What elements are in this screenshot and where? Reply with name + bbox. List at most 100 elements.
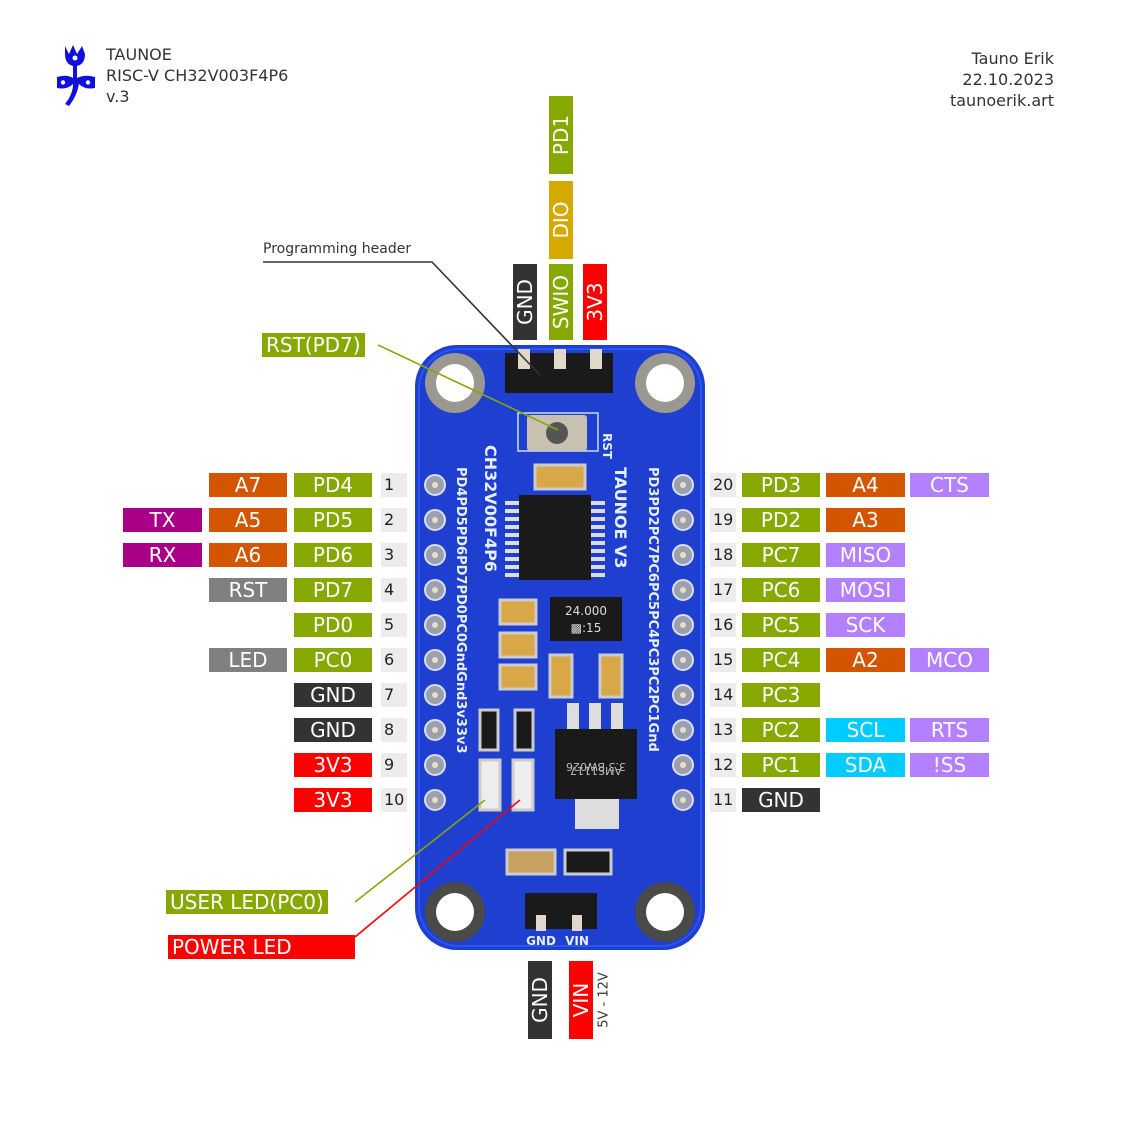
resistor bbox=[513, 708, 535, 752]
programming-header bbox=[505, 349, 613, 393]
pin-function-label: TX bbox=[123, 508, 202, 532]
pin-hole-center bbox=[432, 657, 438, 663]
top-pin-pd1: PD1 bbox=[549, 96, 573, 174]
pin-function-label: SCL bbox=[826, 718, 905, 742]
taunoe-logo-icon bbox=[57, 45, 95, 106]
pin-function-label: !SS bbox=[910, 753, 989, 777]
pin-function-label: SDA bbox=[826, 753, 905, 777]
author-info: Tauno Erik 22.10.2023 taunoerik.art bbox=[950, 48, 1054, 111]
diode bbox=[563, 848, 613, 876]
pin-gpio-label: PD7 bbox=[294, 578, 372, 602]
pin-number: 6 bbox=[381, 648, 407, 672]
title-line: v.3 bbox=[106, 87, 130, 106]
power-header bbox=[525, 893, 597, 931]
pin-function-label: A5 bbox=[209, 508, 287, 532]
pin-number: 14 bbox=[710, 683, 736, 707]
pin-gpio-label: PC0 bbox=[294, 648, 372, 672]
pin-number: 17 bbox=[710, 578, 736, 602]
top-pin-gnd: GND bbox=[513, 264, 537, 340]
capacitor bbox=[498, 598, 538, 626]
pin-hole-center bbox=[680, 727, 686, 733]
pin-number: 19 bbox=[710, 508, 736, 532]
user-led-callout: USER LED(PC0) bbox=[166, 890, 328, 914]
bottom-pin-gnd: GND bbox=[528, 961, 552, 1039]
pin-number: 11 bbox=[710, 788, 736, 812]
resistor bbox=[478, 708, 500, 752]
pin-gpio-label: PC5 bbox=[742, 613, 820, 637]
pin-gpio-label: PC7 bbox=[742, 543, 820, 567]
pin-function-label: MISO bbox=[826, 543, 905, 567]
pin-hole-center bbox=[680, 552, 686, 558]
pin-hole-center bbox=[432, 727, 438, 733]
pin-gpio-label: PD0 bbox=[294, 613, 372, 637]
pin-gpio-label: PC3 bbox=[742, 683, 820, 707]
pin-function-label: MOSI bbox=[826, 578, 905, 602]
pin-function-label: MCO bbox=[910, 648, 989, 672]
silk-gnd: GND bbox=[526, 934, 556, 948]
capacitor bbox=[505, 848, 557, 876]
pin-function-label: A4 bbox=[826, 473, 905, 497]
title-line: TAUNOE bbox=[106, 45, 172, 64]
pin-gpio-label: PD5 bbox=[294, 508, 372, 532]
author-website: taunoerik.art bbox=[949, 91, 1054, 110]
pin-gpio-label: PC6 bbox=[742, 578, 820, 602]
pin-function-label: A6 bbox=[209, 543, 287, 567]
pin-number: 15 bbox=[710, 648, 736, 672]
pin-number: 9 bbox=[381, 753, 407, 777]
pin-number: 10 bbox=[381, 788, 407, 812]
capacitor bbox=[533, 463, 587, 491]
pin-gpio-label: PD2 bbox=[742, 508, 820, 532]
pin-hole-center bbox=[432, 482, 438, 488]
user-led-line bbox=[354, 799, 486, 903]
pin-number: 3 bbox=[381, 543, 407, 567]
pin-hole-center bbox=[432, 517, 438, 523]
silk-vin: VIN bbox=[565, 934, 589, 948]
pin-number: 8 bbox=[381, 718, 407, 742]
pin-hole-center bbox=[432, 587, 438, 593]
pcb-board: RST 24.000 ▩:15 3.3 BW026 AMS1117 bbox=[415, 345, 705, 950]
pin-gpio-label: GND bbox=[294, 683, 372, 707]
pin-hole-center bbox=[432, 622, 438, 628]
pin-function-label: SCK bbox=[826, 613, 905, 637]
bottom-pin-vin: VIN bbox=[569, 961, 593, 1039]
pin-gpio-label: 3V3 bbox=[294, 788, 372, 812]
author-name: Tauno Erik bbox=[971, 49, 1054, 68]
programming-header-line bbox=[263, 261, 541, 376]
silk-chip: CH32V00F4P6 bbox=[481, 445, 500, 572]
voltage-regulator: 3.3 BW026 AMS1117 bbox=[555, 703, 637, 829]
pin-number: 2 bbox=[381, 508, 407, 532]
capacitor bbox=[598, 653, 624, 699]
pin-function-label: LED bbox=[209, 648, 287, 672]
title-line: RISC-V CH32V003F4P6 bbox=[106, 66, 289, 85]
vin-voltage-note: 5V - 12V bbox=[596, 972, 612, 1028]
pin-number: 5 bbox=[381, 613, 407, 637]
pin-number: 4 bbox=[381, 578, 407, 602]
pin-gpio-label: PC2 bbox=[742, 718, 820, 742]
pin-number: 1 bbox=[381, 473, 407, 497]
regulator-label: 3.3 BW026 bbox=[566, 760, 626, 773]
silk-right-pins: PD3PD2PC7PC6PC5PC4PC3PC2PC1Gnd bbox=[645, 467, 660, 752]
pin-gpio-label: 3V3 bbox=[294, 753, 372, 777]
mounting-hole bbox=[425, 882, 485, 942]
pin-gpio-label: PD4 bbox=[294, 473, 372, 497]
capacitor bbox=[498, 663, 538, 691]
pin-number: 7 bbox=[381, 683, 407, 707]
pin-function-label: A3 bbox=[826, 508, 905, 532]
silk-name: TAUNOE V3 bbox=[611, 467, 630, 569]
capacitor bbox=[498, 631, 538, 659]
power-led-line bbox=[354, 799, 521, 938]
pin-gpio-label: GND bbox=[294, 718, 372, 742]
pin-gpio-label: PD6 bbox=[294, 543, 372, 567]
crystal: 24.000 ▩:15 bbox=[550, 597, 622, 641]
pin-hole-center bbox=[680, 622, 686, 628]
pin-gpio-label: PC1 bbox=[742, 753, 820, 777]
mcu-chip bbox=[505, 495, 605, 580]
top-pin-dio: DIO bbox=[549, 181, 573, 259]
programming-header-label: Programming header bbox=[263, 241, 412, 257]
pin-number: 12 bbox=[710, 753, 736, 777]
capacitor bbox=[548, 653, 574, 699]
pin-hole-center bbox=[432, 552, 438, 558]
pin-function-label: CTS bbox=[910, 473, 989, 497]
pin-gpio-label: GND bbox=[742, 788, 820, 812]
crystal-label: ▩:15 bbox=[571, 621, 602, 635]
